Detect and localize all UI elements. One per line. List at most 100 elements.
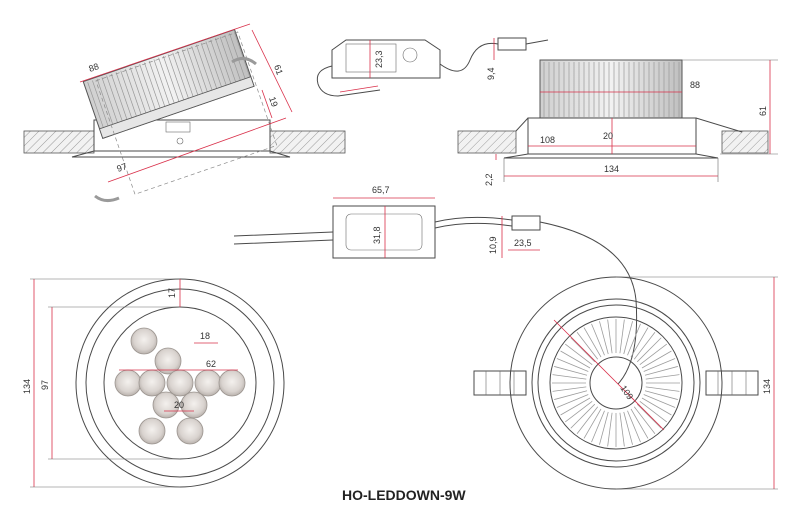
radial-fin [554,366,588,376]
ceiling-left-a [23,130,95,154]
radial-fin [636,337,662,363]
radial-fin [552,374,587,380]
ceiling-left-b [269,130,346,154]
driver-input-wire-a [339,85,379,93]
ceiling-right-b [721,130,769,154]
side-heatsink [539,59,683,119]
dim-line-19-tilt [261,89,273,119]
fin [129,67,147,114]
dim-134-side: 134 [604,164,619,174]
back-view: 109 134 [473,276,778,490]
radial-fin [564,343,593,366]
back-ring-4 [549,316,683,450]
fin [158,57,175,104]
radial-fin [645,386,680,392]
radial-fin [576,406,599,435]
fin [148,60,166,107]
connector-side [511,215,541,231]
radial-fin [641,350,672,369]
radial-fin [627,323,641,356]
fin [96,78,114,125]
radial-fin [645,374,680,380]
radial-fin [619,412,625,447]
radial-fin [641,397,672,416]
radial-fin [636,403,662,429]
tilt-envelope [95,31,278,195]
radial-fin [643,394,676,408]
fin [214,38,232,84]
fin [219,36,237,83]
rotation-arrow-top [231,57,257,66]
radial-fin [560,350,591,369]
radial-fin [643,358,676,372]
front-view: 134 97 17 18 62 20 [22,278,285,488]
radial-fin [627,410,641,443]
dim-134-front: 134 [22,379,32,394]
radial-fin [623,321,633,355]
fin [101,77,118,123]
dim-657: 65,7 [372,185,390,195]
dim-20-front: 20 [174,400,184,410]
fin [186,47,203,94]
driver-side-view: 65,7 31,8 23,5 10,9 [233,185,638,385]
radial-fin [630,408,649,439]
back-ring-3 [537,304,695,462]
fin [139,64,156,110]
driver-screw [402,47,418,63]
fin [106,75,123,122]
radial-fin [560,397,591,416]
rotation-arrow-bottom [94,194,120,203]
fin [92,80,109,127]
fin [125,69,142,115]
fin [87,82,104,128]
radial-fin [583,408,602,439]
radial-fin [630,327,649,358]
fin [172,52,189,99]
fin [196,44,213,91]
dim-235: 23,5 [514,238,532,248]
fin [200,42,218,89]
dim-233: 23,3 [374,50,384,68]
driver-output-cable [439,42,499,72]
dim-17-front: 17 [167,288,177,298]
fin [224,34,241,81]
spring-clip-right [705,370,759,396]
radial-fin [623,411,633,445]
side-springs [515,117,743,133]
led [114,369,142,397]
led [138,417,166,445]
fin [144,62,161,109]
led [180,391,208,419]
fin [205,41,222,87]
fin [167,54,185,101]
fin [177,51,194,97]
radial-fin [556,358,589,372]
driver-output-wire [434,216,513,229]
dim-61-side: 61 [758,106,768,116]
dim-18: 18 [200,331,210,341]
ceiling-right-a [457,130,517,154]
dim-97-front: 97 [40,380,50,390]
driver-input-wires [233,231,334,245]
back-center [589,356,643,410]
fin [233,31,251,78]
long-cable [539,221,638,385]
radial-fin [570,337,596,363]
radial-fin [633,331,656,360]
spring-slot [165,121,191,133]
led [152,391,180,419]
spring-clip-left [473,370,527,396]
fin [181,49,199,96]
radial-fin [599,321,609,355]
product-title: HO-LEDDOWN-9W [342,487,466,503]
radial-fin [583,327,602,358]
fin [210,39,227,86]
radial-fin [607,412,613,447]
dim-line-88-tilt [79,23,251,83]
dim-94: 9,4 [486,67,496,80]
dim-line-97-tilt [107,117,287,183]
side-view: 88 61 108 20 2,2 134 [457,59,778,186]
driver-top-view: 23,3 9,4 [316,37,549,97]
driver-input-cable [316,65,381,97]
